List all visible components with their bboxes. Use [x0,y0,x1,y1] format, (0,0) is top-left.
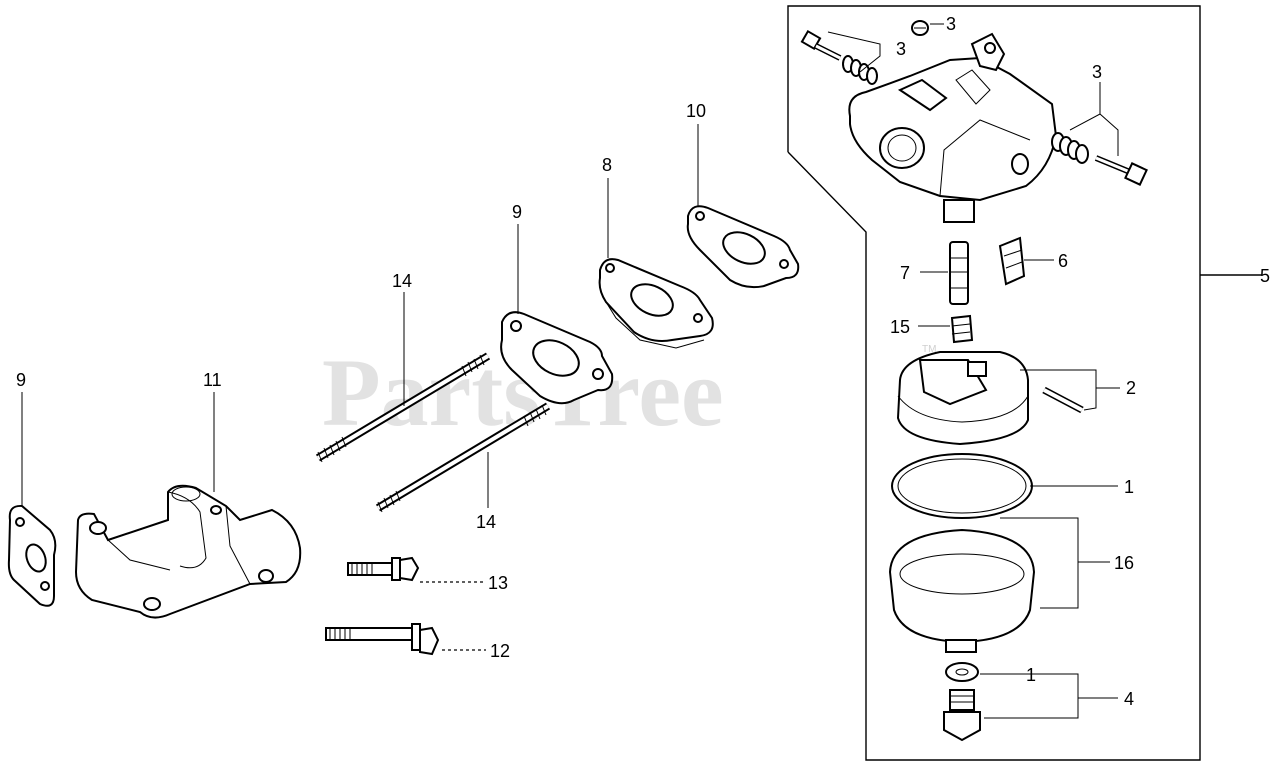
callout-5: 5 [1260,266,1270,286]
callout-3-top: 3 [946,14,956,34]
callout-9-mid: 9 [512,202,522,222]
callout-12: 12 [490,641,510,661]
screw-3-top[interactable] [911,20,929,36]
bowl-bolt-4[interactable] [943,689,981,742]
main-nozzle-7[interactable] [949,241,969,305]
bolt-12[interactable] [325,623,440,656]
bolt-13[interactable] [347,556,420,582]
main-jet-15[interactable] [950,314,974,344]
float-valve-6[interactable] [998,236,1026,286]
callout-14-bottom: 14 [476,512,496,532]
leader-4 [980,673,1079,719]
gasket-9-left[interactable] [7,504,57,607]
callout-16: 16 [1114,553,1134,573]
callout-13: 13 [488,573,508,593]
float-2[interactable] [896,351,1029,446]
callout-1-bottom: 1 [1026,665,1036,685]
callout-9-left: 9 [16,370,26,390]
callout-6: 6 [1058,251,1068,271]
callout-10: 10 [686,101,706,121]
gasket-10[interactable] [686,205,800,289]
leader-3-right [1069,113,1119,156]
intake-manifold-11[interactable] [74,484,302,619]
insulator-8[interactable] [598,258,714,349]
stud-14-lower[interactable] [375,402,551,513]
screw-3-left[interactable] [800,29,878,85]
callout-3-left: 3 [896,39,906,59]
callout-11: 11 [203,370,222,390]
callout-4: 4 [1124,689,1134,709]
callout-15: 15 [890,317,910,337]
carburetor-body[interactable] [848,32,1058,223]
washer-1[interactable] [945,662,979,682]
gasket-9-middle[interactable] [500,311,614,405]
leader-2 [1020,369,1097,411]
watermark-trademark: TM [922,344,936,355]
callout-3-right: 3 [1092,62,1102,82]
callout-7: 7 [900,263,910,283]
callout-2: 2 [1126,378,1136,398]
callout-14-top: 14 [392,271,412,291]
float-bowl-16[interactable] [888,528,1036,653]
float-bowl-gasket-1[interactable] [891,453,1033,519]
callout-1-top: 1 [1124,477,1134,497]
leader-16 [1000,517,1079,609]
callout-8: 8 [602,155,612,175]
carburetor-assembly-boundary [787,5,1201,761]
screw-3-right[interactable] [1051,132,1148,186]
leader-3-left [827,31,881,73]
stud-14-upper[interactable] [315,352,491,463]
float-pin-2[interactable] [1042,386,1084,414]
